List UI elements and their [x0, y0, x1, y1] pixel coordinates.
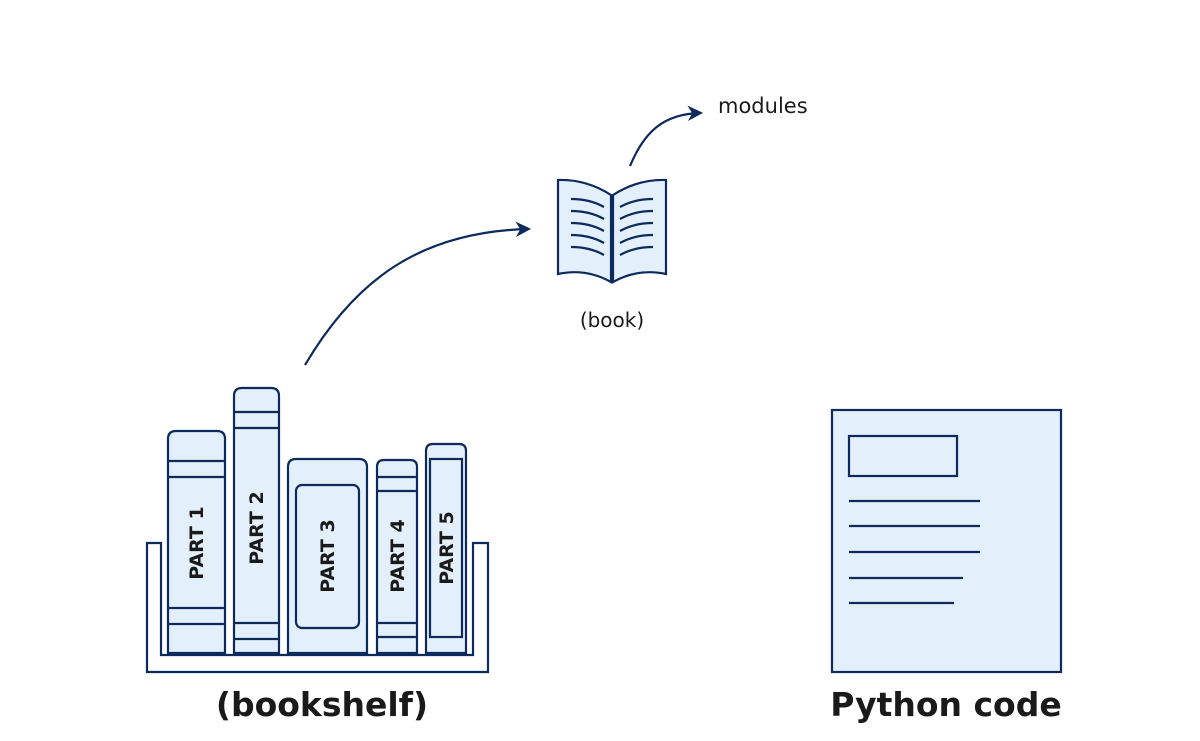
- book-part-3: PART 3: [286, 457, 369, 655]
- python-code-label: Python code: [830, 685, 1061, 724]
- book-part-2: PART 2: [232, 386, 281, 655]
- book-part-3-label: PART 3: [317, 519, 339, 592]
- book-label: (book): [580, 308, 644, 332]
- book-part-4: PART 4: [375, 458, 419, 655]
- arrow-book-to-modules: [628, 105, 704, 167]
- document-icon: [830, 408, 1063, 674]
- book-part-4-label: PART 4: [387, 519, 409, 592]
- arrow-bookshelf-to-book: [304, 221, 532, 366]
- book-part-1: PART 1: [166, 429, 227, 655]
- modules-label: modules: [718, 94, 808, 118]
- open-book-icon: [556, 178, 668, 284]
- book-part-5: PART 5: [424, 442, 468, 655]
- book-part-5-label: PART 5: [436, 511, 458, 584]
- bookshelf: PART 1 PART 2 PART 3 PART 4: [145, 386, 490, 674]
- book-part-1-label: PART 1: [186, 506, 208, 579]
- book-part-2-label: PART 2: [246, 491, 268, 564]
- bookshelf-label: (bookshelf): [216, 685, 428, 724]
